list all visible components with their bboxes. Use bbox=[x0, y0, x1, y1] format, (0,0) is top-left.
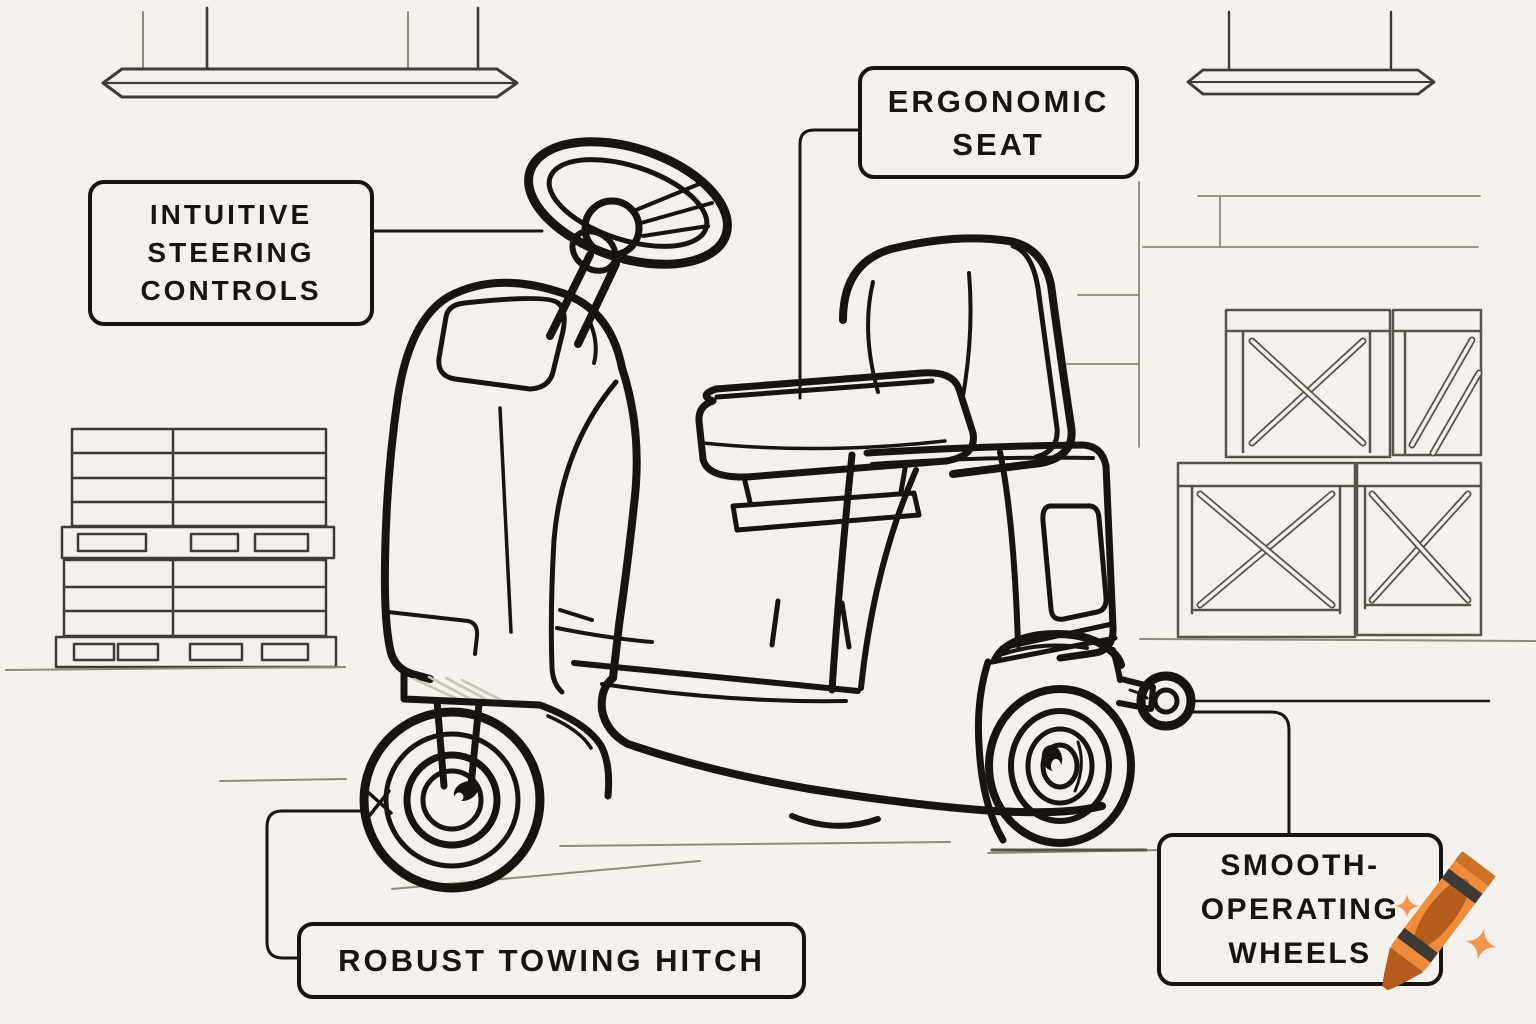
steering-wheel bbox=[524, 137, 732, 274]
operator-seat bbox=[695, 234, 1076, 533]
rear-wheel bbox=[974, 630, 1135, 847]
callout-smooth-wheels-label: SMOOTH- OPERATING WHEELS bbox=[1200, 848, 1400, 970]
leader-lines bbox=[265, 128, 1491, 960]
crayon-icon bbox=[1382, 851, 1496, 991]
callout-towing-hitch: ROBUST TOWING HITCH bbox=[297, 922, 806, 999]
callout-towing-hitch-label: ROBUST TOWING HITCH bbox=[338, 942, 765, 978]
callout-ergonomic-seat-label: ERGONOMIC SEAT bbox=[887, 83, 1110, 162]
warehouse-background bbox=[5, 6, 1536, 890]
crate-diagonal-brace bbox=[1408, 336, 1483, 457]
seat-backrest bbox=[839, 234, 1076, 478]
leader-wheels bbox=[1188, 710, 1291, 835]
pallet-stack bbox=[54, 427, 338, 669]
tow-hitch bbox=[1116, 671, 1196, 731]
rear-fender bbox=[991, 630, 1125, 669]
seat-pedestal bbox=[730, 460, 922, 533]
shelf-lines bbox=[1062, 181, 1481, 448]
callout-smooth-wheels: SMOOTH- OPERATING WHEELS bbox=[1157, 833, 1443, 986]
leader-hitch bbox=[265, 809, 366, 960]
callout-steering-controls: INTUITIVE STEERING CONTROLS bbox=[88, 180, 374, 326]
sparkle-icon bbox=[1465, 928, 1497, 960]
crate-x-brace bbox=[1248, 337, 1367, 447]
front-fender bbox=[536, 701, 613, 800]
leader-seat bbox=[798, 128, 860, 400]
callout-ergonomic-seat: ERGONOMIC SEAT bbox=[858, 66, 1139, 179]
x-scribble bbox=[367, 789, 393, 817]
front-cowl bbox=[380, 278, 641, 695]
crate-x-brace bbox=[1196, 490, 1336, 609]
floor-plate bbox=[555, 598, 1106, 829]
callout-steering-controls-label: INTUITIVE STEERING CONTROLS bbox=[140, 199, 322, 306]
crate-x-brace bbox=[1368, 490, 1472, 604]
hatch-shading bbox=[412, 675, 511, 706]
seat-cushion bbox=[695, 369, 977, 481]
rear-panel bbox=[1040, 503, 1109, 622]
dash-panel bbox=[436, 296, 567, 392]
crate-stack bbox=[1176, 308, 1483, 639]
ceiling-light-left-icon bbox=[101, 6, 519, 99]
front-wheel bbox=[359, 667, 613, 893]
crayon-watermark bbox=[1382, 851, 1497, 991]
tow-tractor bbox=[359, 137, 1196, 893]
sparkle-icon bbox=[1395, 894, 1419, 918]
ceiling-light-right-icon bbox=[1186, 10, 1436, 96]
rear-body bbox=[828, 441, 1123, 694]
